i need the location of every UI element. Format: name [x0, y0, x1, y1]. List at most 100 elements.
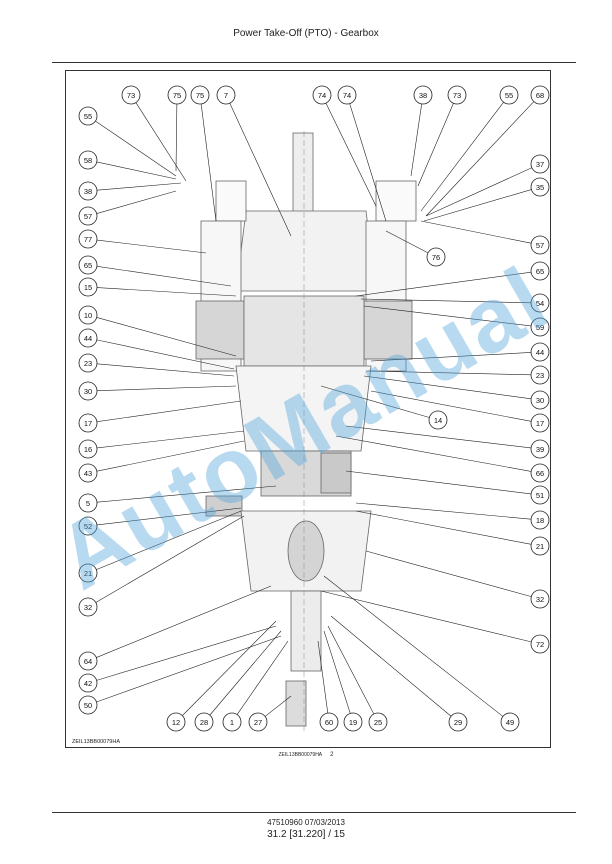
callout-bottom-6: 25 [368, 712, 388, 732]
callout-circle [530, 177, 550, 197]
callout-circle [530, 463, 550, 483]
callout-number: 65 [84, 261, 92, 270]
callout-number: 10 [84, 311, 92, 320]
callout-bottom-3: 27 [248, 712, 268, 732]
callout-left-2: 38 [78, 181, 98, 201]
callout-leader-line [363, 375, 532, 400]
callout-right-5: 54 [530, 293, 550, 313]
callout-top-4: 74 [312, 85, 332, 105]
callout-number: 77 [84, 235, 92, 244]
callout-number: 15 [84, 283, 92, 292]
callout-top-1: 75 [167, 85, 187, 105]
callout-number: 16 [84, 445, 92, 454]
callout-number: 73 [127, 91, 135, 100]
callout-right-0: 37 [530, 154, 550, 174]
callout-left-5: 65 [78, 255, 98, 275]
callout-circle [194, 712, 214, 732]
callout-leader-line [96, 510, 242, 570]
callout-leader-line [420, 101, 504, 212]
callout-circle [78, 150, 98, 170]
callout-leader-line [96, 385, 237, 391]
callout-right-14: 51 [530, 485, 550, 505]
callout-leader-line [320, 590, 532, 643]
callout-right-1: 35 [530, 177, 550, 197]
callout-circle [78, 277, 98, 297]
callout-number: 52 [84, 522, 92, 531]
callout-circle [78, 381, 98, 401]
callout-circle [78, 181, 98, 201]
callout-circle [78, 651, 98, 671]
callout-circle [428, 410, 448, 430]
footer-rule [52, 812, 576, 813]
callout-number: 38 [84, 187, 92, 196]
callout-number: 5 [86, 499, 90, 508]
callout-circle [530, 85, 550, 105]
callout-leader-line [317, 640, 329, 714]
callout-leader-line [96, 485, 277, 503]
callout-circle [312, 85, 332, 105]
callout-number: 1 [230, 718, 234, 727]
callout-leader-line [325, 102, 377, 207]
callout-circle [530, 536, 550, 556]
callout-circle [78, 463, 98, 483]
callout-leader-line [236, 640, 289, 715]
callout-leader-line [182, 620, 277, 716]
callout-leader-line [96, 266, 232, 287]
callout-right-12: 39 [530, 439, 550, 459]
callout-circle [78, 493, 98, 513]
callout-left-13: 43 [78, 463, 98, 483]
callout-number: 68 [536, 91, 544, 100]
callout-circle [78, 206, 98, 226]
callout-leader-line [96, 585, 272, 658]
callout-right-13: 66 [530, 463, 550, 483]
callout-number: 64 [84, 657, 92, 666]
callout-circle [78, 516, 98, 536]
callout-leader-line [410, 103, 422, 177]
callout-leader-line [423, 189, 532, 222]
callout-leader-line [96, 625, 277, 681]
callout-leader-line [96, 339, 235, 370]
callout-circle [216, 85, 236, 105]
callout-number: 25 [374, 718, 382, 727]
callout-circle [413, 85, 433, 105]
callout-left-16: 21 [78, 563, 98, 583]
callout-leader-line [417, 103, 454, 187]
callout-leader-line [425, 101, 535, 217]
callout-top-6: 38 [413, 85, 433, 105]
callout-circle [530, 293, 550, 313]
callout-left-15: 52 [78, 516, 98, 536]
callout-circle [530, 439, 550, 459]
callout-number: 65 [536, 267, 544, 276]
callout-circle [167, 85, 187, 105]
callout-leader-line [96, 287, 237, 297]
callout-number: 51 [536, 491, 544, 500]
callout-leader-line [425, 167, 532, 217]
callout-right-17: 32 [530, 589, 550, 609]
callout-number: 21 [84, 569, 92, 578]
footer-doc-ref: 47510960 07/03/2013 [267, 818, 345, 827]
callout-circle [222, 712, 242, 732]
callout-leader-line [96, 161, 177, 180]
callout-leader-line [345, 425, 532, 449]
callout-leader-line [320, 385, 430, 418]
callout-number: 27 [254, 718, 262, 727]
callout-number: 17 [84, 419, 92, 428]
callout-number: 73 [453, 91, 461, 100]
callout-number: 12 [172, 718, 180, 727]
callout-number: 37 [536, 160, 544, 169]
gearbox-drawing [195, 132, 417, 727]
callout-leader-line [355, 510, 532, 545]
callout-number: 35 [536, 183, 544, 192]
callout-left-12: 16 [78, 439, 98, 459]
page-header-title: Power Take-Off (PTO) - Gearbox [233, 28, 379, 39]
callout-leader-line [96, 239, 207, 254]
callout-right-11: 17 [530, 413, 550, 433]
callout-leader-line [229, 103, 292, 237]
callout-top-3: 7 [216, 85, 236, 105]
callout-circle [319, 712, 339, 732]
callout-number: 50 [84, 701, 92, 710]
callout-right-9: 30 [530, 390, 550, 410]
callout-leader-line [96, 400, 242, 423]
